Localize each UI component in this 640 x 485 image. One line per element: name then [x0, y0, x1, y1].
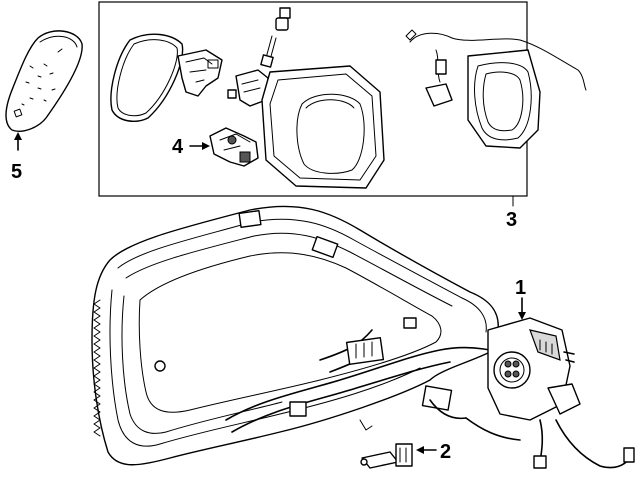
part-3-housing-ring — [261, 65, 385, 189]
callout-2-label: 2 — [440, 441, 451, 463]
part-3-lamp-housing — [467, 49, 541, 149]
part-3-reflector — [110, 33, 184, 122]
callout-3-label: 3 — [506, 209, 517, 231]
part-3-wire-harness — [405, 29, 587, 107]
callout-5-label: 5 — [11, 161, 22, 183]
part-1-headlamp-assembly[interactable] — [91, 205, 635, 469]
part-4-socket[interactable] — [209, 127, 259, 167]
part-3-socket-screws — [260, 7, 291, 68]
callout-2-arrow — [416, 446, 437, 454]
callout-4-arrow — [189, 142, 210, 150]
callout-1-arrow — [518, 297, 526, 320]
callout-5-arrow — [14, 132, 22, 151]
callout-4-label: 4 — [172, 136, 184, 158]
part-3-connector — [227, 69, 269, 107]
part-2-connector[interactable] — [360, 443, 413, 469]
callout-1-label: 1 — [515, 277, 526, 299]
part-3-bracket — [177, 49, 223, 97]
part-5-lens-cover[interactable] — [5, 30, 83, 132]
